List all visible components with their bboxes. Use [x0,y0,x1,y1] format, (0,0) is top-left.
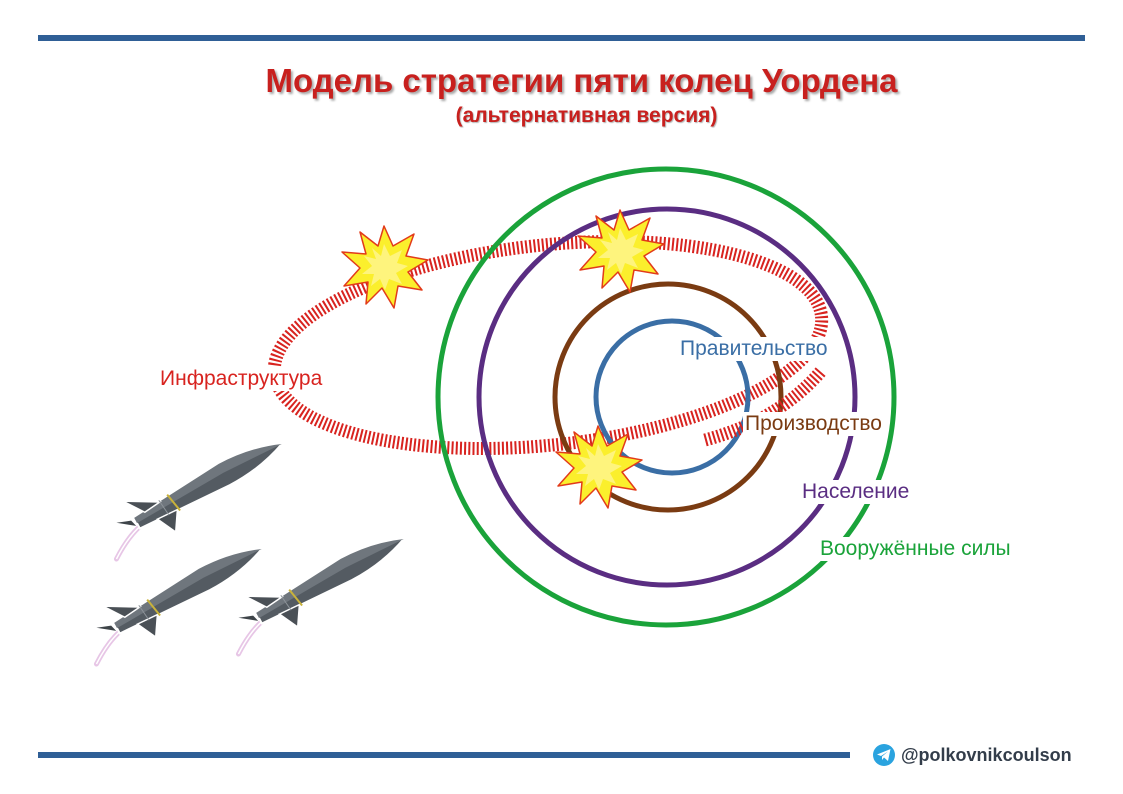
page-subtitle: (альтернативная версия) [455,104,718,127]
infrastructure-orbit [267,234,829,456]
ring-production [552,281,784,513]
explosion-icon [341,225,429,309]
telegram-icon [873,744,895,766]
label-armed-forces: Вооружённые силы [818,537,1013,561]
explosion-icon [577,209,665,293]
ring-government [593,318,751,476]
channel-handle[interactable]: @polkovnikcoulson [901,744,1072,765]
page-title: Модель стратегии пяти колец Уордена [265,62,898,99]
ring-armed-forces [435,166,897,628]
label-population: Население [800,480,912,504]
label-production: Производство [743,412,884,436]
label-government: Правительство [678,337,830,361]
telegram-credit[interactable]: @polkovnikcoulson [873,742,1072,768]
missile-icon [94,423,295,563]
top-rule [38,35,1085,41]
ring-population [476,206,858,588]
bottom-rule [38,752,850,758]
label-infrastructure: Инфраструктура [158,367,325,391]
missile-icon [216,518,417,658]
